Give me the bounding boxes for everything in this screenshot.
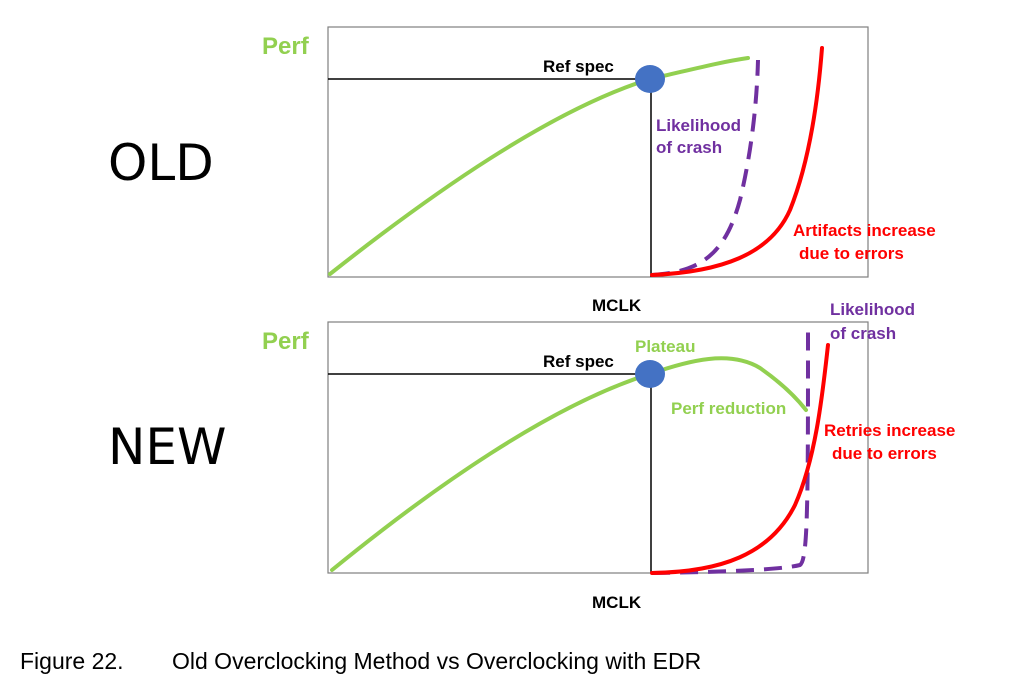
- overclocking-diagram: OLD Perf Ref spec Likelihood of crash Ar…: [108, 26, 955, 612]
- new-errors-curve: [650, 343, 830, 575]
- figure-caption: Figure 22. Old Overclocking Method vs Ove…: [20, 648, 701, 675]
- old-ref-spec-label: Ref spec: [543, 57, 614, 76]
- old-panel-label: OLD: [108, 134, 214, 192]
- old-errors-curve: [650, 46, 824, 277]
- new-plateau-label: Plateau: [635, 337, 695, 356]
- new-errors-label-line2: due to errors: [832, 444, 937, 463]
- new-x-axis-label: MCLK: [592, 593, 642, 612]
- old-ref-spec-marker: [635, 65, 665, 93]
- new-ref-spec-marker: [635, 360, 665, 388]
- new-perf-label: Perf: [262, 328, 310, 355]
- old-crash-label-line2: of crash: [656, 138, 722, 157]
- old-crash-curve: [651, 59, 760, 277]
- figure-number: Figure 22.: [20, 648, 124, 674]
- old-x-axis-label: MCLK: [592, 296, 642, 315]
- old-perf-curve: [328, 56, 750, 276]
- figure-title: Old Overclocking Method vs Overclocking …: [172, 648, 702, 674]
- new-panel-label: NEW: [108, 418, 226, 476]
- new-crash-curve: [651, 327, 810, 575]
- old-errors-label-line1: Artifacts increase: [793, 221, 936, 240]
- new-crash-label-line1: Likelihood: [830, 300, 915, 319]
- new-crash-label-line2: of crash: [830, 324, 896, 343]
- old-crash-label-line1: Likelihood: [656, 116, 741, 135]
- old-plot-frame: [327, 26, 869, 278]
- new-errors-label-line1: Retries increase: [824, 421, 955, 440]
- new-perf-reduction-label: Perf reduction: [671, 399, 786, 418]
- old-panel: OLD Perf Ref spec Likelihood of crash Ar…: [108, 26, 936, 315]
- new-plot-frame: [327, 321, 869, 574]
- new-ref-spec-label: Ref spec: [543, 352, 614, 371]
- new-perf-curve: [330, 356, 808, 572]
- old-errors-label-line2: due to errors: [799, 244, 904, 263]
- old-perf-label: Perf: [262, 33, 310, 60]
- new-panel: NEW Perf Ref spec Plateau Perf reduction…: [108, 300, 955, 612]
